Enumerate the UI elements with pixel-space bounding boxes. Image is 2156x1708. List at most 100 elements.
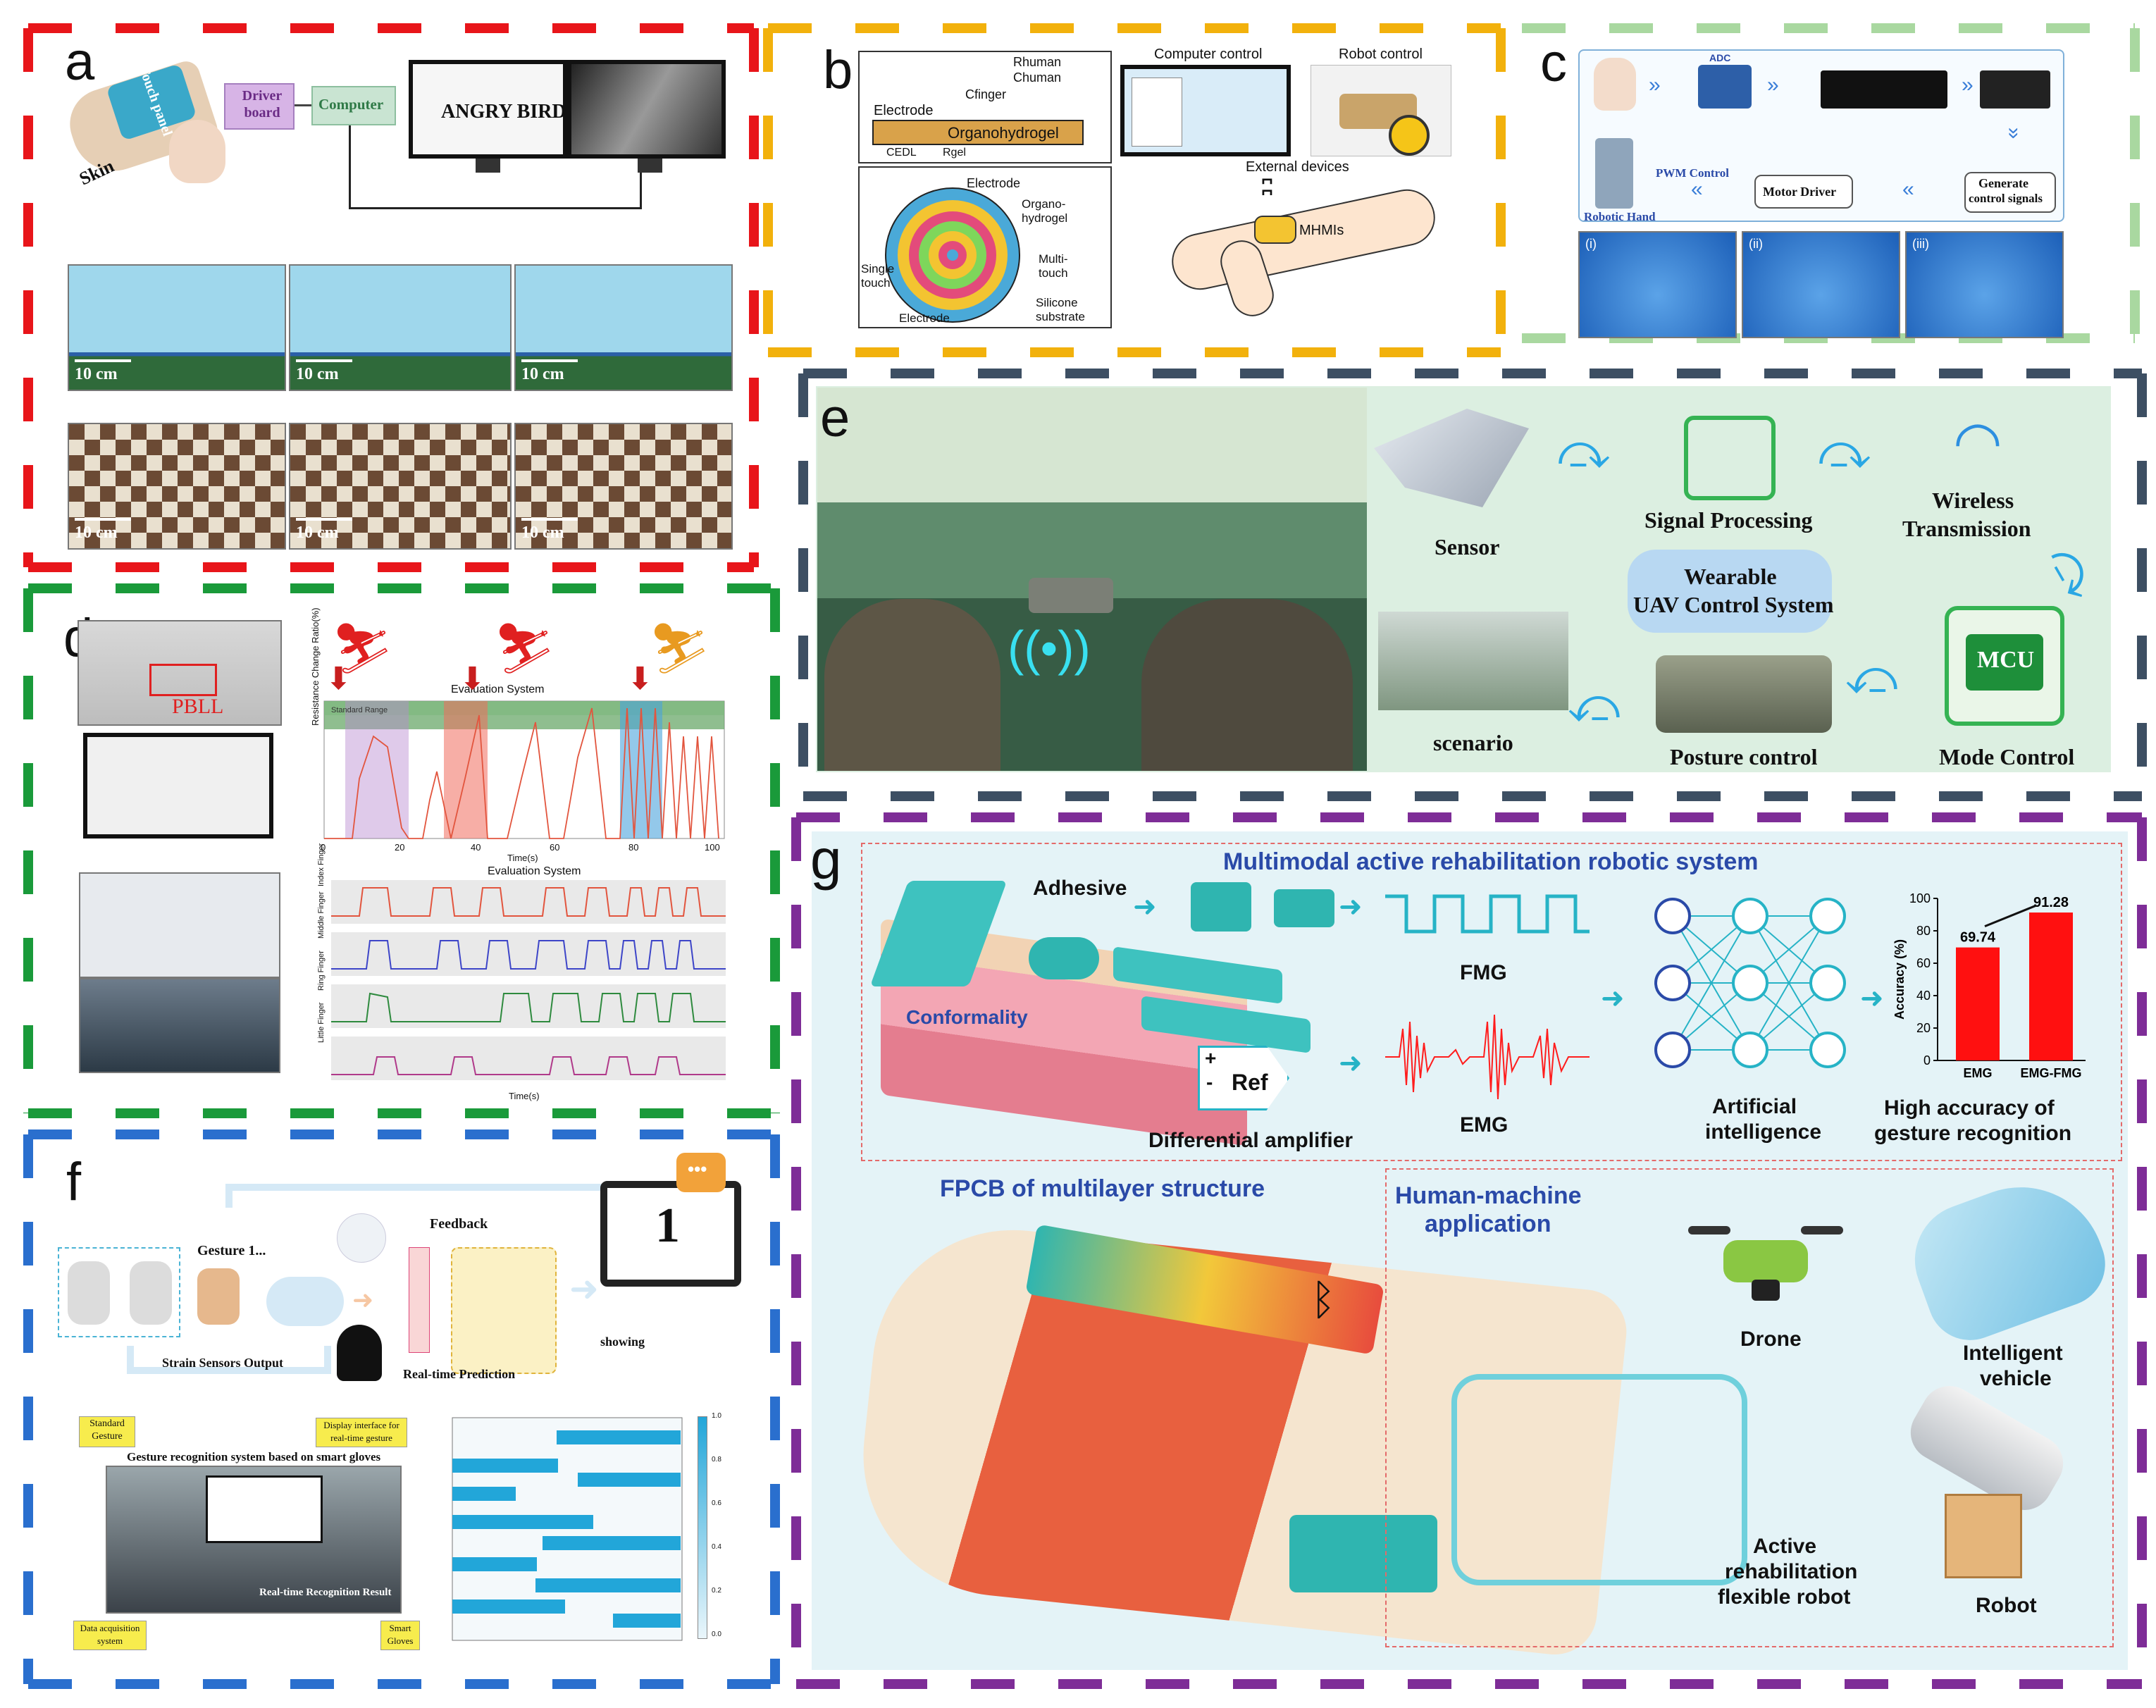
motor-driver-label: Motor Driver	[1763, 185, 1837, 199]
double-chevron-icon: »	[1649, 73, 1661, 97]
cable-line	[349, 125, 351, 209]
battery-module-icon	[1289, 1515, 1437, 1592]
panel-c-letter: c	[1540, 33, 1567, 93]
battlefield-illustration	[817, 388, 1367, 771]
down-arrow-icon-2: ⬇	[459, 662, 485, 696]
active-label-line2: rehabilitation	[1725, 1560, 1858, 1583]
ring-finger-subplot	[331, 984, 726, 1028]
panel-e-frame	[798, 369, 2147, 801]
vehicle-label-line1: Intelligent	[1963, 1342, 2063, 1365]
chat-dots-icon: •••	[688, 1158, 707, 1180]
neural-network-icon	[1654, 898, 1846, 1068]
ai-label-line1: Artificial	[1712, 1095, 1797, 1118]
glove-box	[58, 1247, 180, 1337]
scenario-label: scenario	[1433, 730, 1513, 755]
accuracy-bar	[2029, 912, 2073, 1060]
panel-f-frame	[23, 1130, 780, 1689]
electrode-top-label: Electrode	[967, 176, 1021, 190]
curved-arrow-icon-5: ⤼	[1568, 677, 1621, 732]
generate-box	[1964, 172, 2056, 213]
xlabel-bottom: Time(s)	[509, 1091, 540, 1101]
scale-bar: 10 cm	[296, 359, 352, 383]
organohydrogel-strip	[872, 120, 1084, 145]
mcu-core	[1966, 634, 2043, 691]
spiral-electrode-icon	[885, 187, 1020, 323]
robotic-hand-photo-3: (iii)	[1905, 231, 2064, 338]
wearable-label: Wearable	[1684, 564, 1777, 589]
panel-a-frame	[23, 23, 759, 572]
right-arrow-icon: ➜	[1133, 891, 1157, 922]
laptop-icon	[600, 1181, 741, 1287]
drone-label: Drone	[1740, 1328, 1802, 1351]
silicone-label: Silicone	[1036, 296, 1078, 309]
motor-driver-box	[1754, 175, 1853, 209]
active-label-line1: Active	[1753, 1535, 1817, 1558]
smart-gloves-tag	[380, 1621, 420, 1650]
index-finger-subplot	[331, 880, 726, 924]
feedback-label: Feedback	[430, 1216, 488, 1232]
heatmap-cell	[535, 1578, 681, 1592]
robotic-hand-photo-2: (ii)	[1742, 231, 1900, 338]
finger-label: Index Finger	[317, 843, 326, 886]
angry-birds-photo-1: 10 cm	[68, 264, 286, 391]
scale-bar: 10 cm	[521, 518, 578, 542]
curved-arrow-icon-4: ⤼	[1846, 649, 1899, 704]
y-tick-label: 60	[1916, 956, 1931, 970]
panel-e-letter: e	[820, 388, 850, 448]
finger-label: Ring Finger	[317, 951, 326, 991]
smart-gloves-label: Smart Gloves	[387, 1623, 414, 1646]
panel-b-letter: b	[823, 40, 853, 100]
right-arrow-icon-4: ➜	[1601, 983, 1625, 1014]
robotic-glove-photo	[79, 978, 280, 1073]
highlight-region-3	[620, 701, 662, 838]
category-label: EMG-FMG	[2021, 1066, 2082, 1080]
drone-icon	[1688, 1212, 1843, 1311]
recognition-heatmap	[452, 1417, 683, 1641]
foam-uncompressed-icon	[1191, 882, 1251, 932]
heatmap-cell	[557, 1430, 681, 1444]
computer-box	[311, 86, 396, 125]
chat-bubble-icon	[676, 1153, 726, 1192]
display-interface-tag	[316, 1418, 407, 1447]
hand-icon	[1594, 58, 1636, 111]
scale-bar: 10 cm	[521, 359, 578, 383]
head-gears-icon	[337, 1325, 382, 1381]
wifi-icon: ◠	[1953, 410, 2002, 473]
right-arrow-icon: ➜	[352, 1285, 374, 1314]
gesture-label: Gesture 1...	[197, 1243, 266, 1258]
diff-amp-label: Differential amplifier	[1148, 1129, 1353, 1152]
fmg-label: FMG	[1460, 961, 1507, 984]
single-touch-label: touch	[861, 276, 891, 290]
wireless-signal-icon: ((•))	[1008, 621, 1091, 676]
eval-title-bottom: Evaluation System	[488, 865, 581, 877]
touch-label: touch	[1039, 266, 1068, 280]
little-finger-subplot	[331, 1036, 726, 1080]
control-signals-label: control signals	[1969, 192, 2043, 205]
top-dashed-box	[861, 843, 2122, 1161]
conformality-label: Conformality	[906, 1006, 1028, 1028]
organohydrogel-label: Organohydrogel	[948, 124, 1059, 142]
colorbar-tick: 0.8	[712, 1456, 721, 1463]
hm-label-line2: application	[1425, 1211, 1551, 1237]
finger-illustration	[169, 120, 225, 183]
computer-control-label: Computer control	[1154, 47, 1263, 62]
finger-curves-screen-photo	[79, 872, 280, 978]
computer-label: Computer	[318, 96, 384, 113]
sensor-label: Sensor	[1435, 534, 1500, 559]
highlight-region-2	[444, 701, 488, 838]
right-arrow-icon-3: ➜	[1339, 1048, 1363, 1079]
roman-label: (iii)	[1912, 237, 1929, 251]
mode-control-label: Mode Control	[1939, 744, 2075, 769]
scale-bar: 10 cm	[296, 518, 352, 542]
panel-d-frame	[23, 583, 780, 1118]
c-human-label: Chuman	[1013, 70, 1062, 85]
signal-processing-label: Signal Processing	[1644, 507, 1813, 533]
colorbar-tick: 0.6	[712, 1499, 721, 1507]
y-tick-label: 20	[1916, 1021, 1931, 1035]
data-label: 91.28	[2033, 895, 2069, 910]
board-photo	[78, 620, 282, 726]
chess-photo-3: 10 cm	[514, 423, 733, 550]
application-dashed-box	[1385, 1168, 2114, 1647]
cardboard-box-icon	[1945, 1494, 2022, 1578]
scale-bar: 10 cm	[75, 518, 131, 542]
